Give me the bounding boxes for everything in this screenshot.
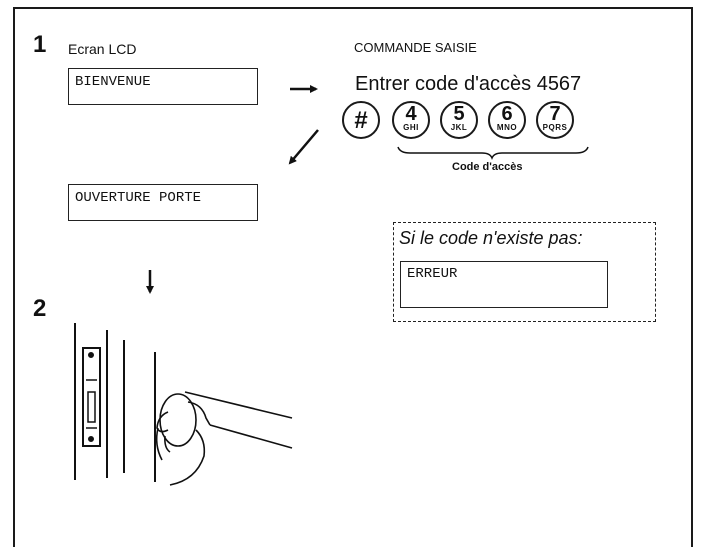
diagram-graphics xyxy=(74,85,589,486)
key-number: 7 xyxy=(549,103,561,125)
key-7: 7 PQRS xyxy=(536,101,574,139)
step-1-number: 1 xyxy=(33,31,47,58)
error-case-box xyxy=(393,222,656,322)
lcd-screen-label: Ecran LCD xyxy=(68,41,137,57)
instruction-text: Entrer code d'accès 4567 xyxy=(355,73,582,95)
no-code-label: Si le code n'existe pas: xyxy=(399,228,583,248)
key-6: 6 MNO xyxy=(488,101,526,139)
lcd-screen-door-open: OUVERTURE PORTE xyxy=(68,184,258,221)
code-brace-icon xyxy=(397,146,589,161)
lcd-screen-welcome: BIENVENUE xyxy=(68,68,258,105)
hand-icon xyxy=(155,391,293,486)
key-letters: JKL xyxy=(450,123,468,132)
step-2-number: 2 xyxy=(33,295,47,322)
key-letters: GHI xyxy=(403,123,419,132)
key-letters: PQRS xyxy=(542,123,568,132)
arrow-diagonal-icon xyxy=(288,129,319,165)
key-number: 5 xyxy=(453,103,465,125)
key-symbol: # xyxy=(354,107,368,134)
lcd-screen-error: ERREUR xyxy=(400,261,608,308)
key-5: 5 JKL xyxy=(440,101,478,139)
key-4: 4 GHI xyxy=(392,101,430,139)
door-illustration xyxy=(74,323,156,482)
access-code-label: Code d'accès xyxy=(452,161,523,173)
diagram-frame xyxy=(13,7,693,547)
hash-key: # xyxy=(342,101,380,139)
key-letters: MNO xyxy=(496,123,518,132)
key-number: 6 xyxy=(501,103,513,125)
key-number: 4 xyxy=(405,103,417,125)
command-label: COMMANDE SAISIE xyxy=(354,40,477,55)
